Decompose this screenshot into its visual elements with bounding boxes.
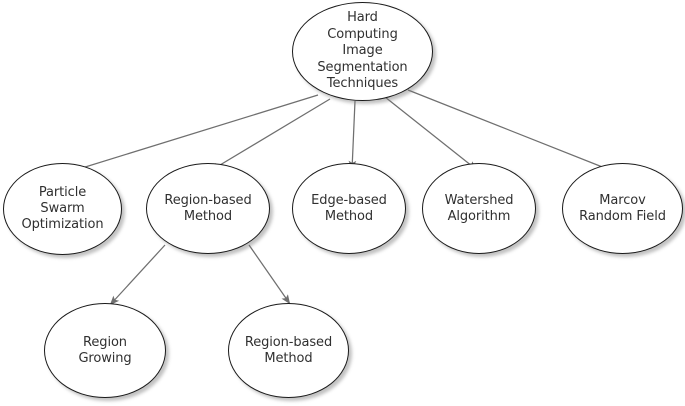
node-watershed[interactable]: Watershed Algorithm (422, 163, 536, 254)
node-label-root: Hard Computing Image Segmentation Techni… (317, 9, 408, 92)
node-region-based-2[interactable]: Region-based Method (228, 303, 349, 398)
edge-root-to-watershed (384, 96, 478, 171)
node-label-edge-based: Edge-based Method (311, 192, 387, 224)
node-region-growing[interactable]: Region Growing (44, 303, 166, 398)
node-label-region-growing: Region Growing (78, 334, 132, 366)
node-label-region-based-2: Region-based Method (244, 334, 333, 366)
node-marcov[interactable]: Marcov Random Field (562, 163, 683, 254)
node-pso[interactable]: Particle Swarm Optimization (3, 163, 122, 255)
node-label-region-based: Region-based Method (164, 192, 252, 224)
edge-root-to-pso (68, 94, 319, 173)
node-edge-based[interactable]: Edge-based Method (292, 163, 406, 254)
edge-root-to-marcov (407, 89, 616, 173)
edge-region-based-to-region-growing (109, 244, 166, 306)
edge-root-to-edge-based (348, 100, 357, 171)
node-region-based[interactable]: Region-based Method (146, 163, 270, 254)
node-label-pso: Particle Swarm Optimization (21, 185, 104, 232)
edge-root-to-region-based (209, 98, 331, 172)
node-label-marcov: Marcov Random Field (579, 192, 666, 224)
node-label-watershed: Watershed Algorithm (444, 192, 514, 224)
node-root[interactable]: Hard Computing Image Segmentation Techni… (292, 2, 433, 101)
edge-region-based-to-region-based-2 (248, 244, 291, 305)
